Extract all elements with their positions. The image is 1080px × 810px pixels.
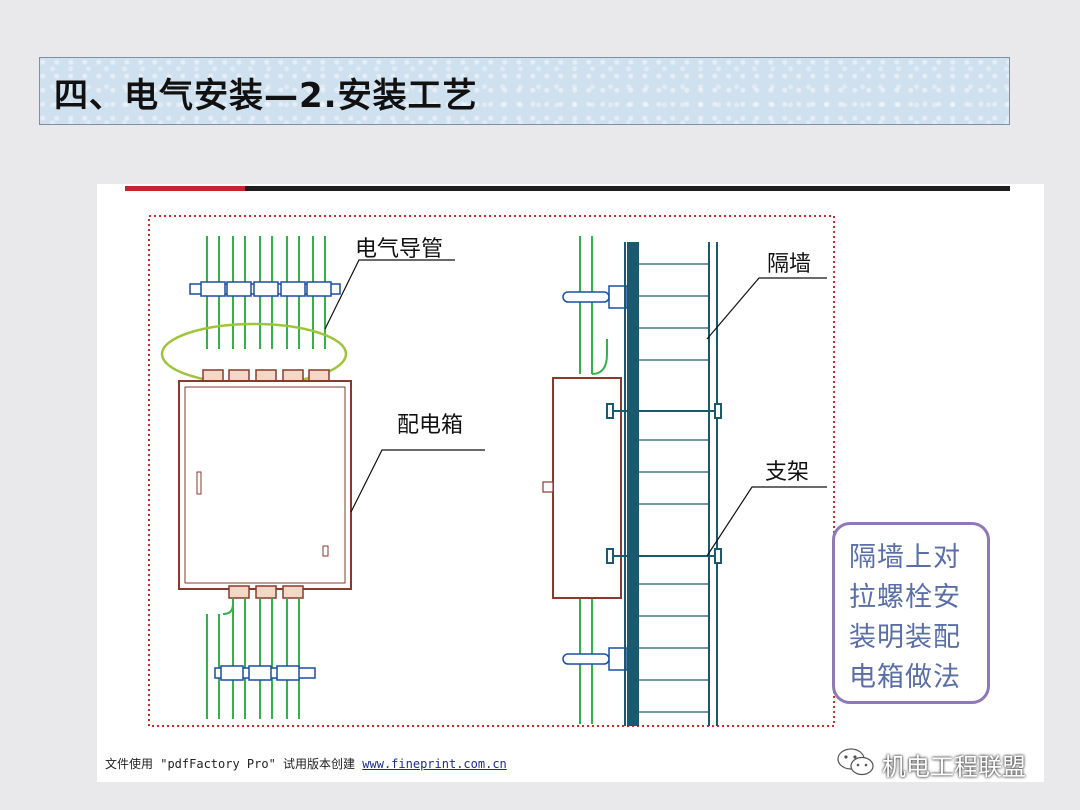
conduits-bottom	[206, 598, 300, 719]
side-view	[542, 236, 827, 726]
accent-red-line	[125, 186, 245, 191]
pdf-footer: 文件使用 "pdfFactory Pro" 试用版本创建 www.finepri…	[105, 755, 507, 772]
leader-box	[350, 449, 485, 513]
label-bracket: 支架	[765, 460, 809, 485]
watermark-text: 机电工程联盟	[882, 753, 1026, 781]
bottom-clamp-bar	[214, 665, 316, 681]
label-conduit: 电气导管	[355, 237, 443, 262]
through-bolts	[606, 403, 722, 564]
installation-diagram: 电气导管 配电箱 隔墙 支架 隔墙上对 拉螺栓安 装明装配 电箱做法 文件使用 …	[97, 184, 1044, 782]
wechat-icon	[837, 748, 874, 776]
top-connectors	[202, 369, 330, 383]
note-line-3: 装明装配	[849, 622, 961, 653]
door-handle	[196, 471, 202, 495]
label-distribution-box: 配电箱	[397, 413, 463, 438]
diagram-svg: 电气导管 配电箱 隔墙 支架	[125, 186, 1010, 727]
diagram-border	[148, 215, 835, 727]
note-line-4: 电箱做法	[849, 662, 961, 693]
footer-text: 文件使用 "pdfFactory Pro" 试用版本创建	[105, 757, 363, 771]
watermark: 机电工程联盟	[836, 740, 1066, 784]
slide-title: 四、电气安装—2.安装工艺	[54, 76, 478, 116]
leader-bracket	[706, 486, 827, 557]
wall-rungs	[639, 263, 709, 713]
title-banner: 四、电气安装—2.安装工艺	[39, 57, 1010, 125]
note-line-2: 拉螺栓安	[849, 582, 961, 613]
top-clamp-bar	[189, 281, 341, 297]
side-clamps	[562, 285, 628, 671]
distribution-box-door	[184, 386, 346, 584]
wall-studs	[624, 242, 718, 726]
accent-dark-line	[245, 186, 1010, 191]
door-lock	[322, 545, 329, 557]
note-box: 隔墙上对 拉螺栓安 装明装配 电箱做法	[832, 522, 990, 704]
distribution-box-front	[178, 380, 352, 590]
front-view	[160, 236, 485, 719]
footer-link[interactable]: www.fineprint.com.cn	[362, 757, 507, 771]
bottom-connectors	[228, 585, 304, 599]
wall-face	[627, 242, 639, 726]
leader-wall	[706, 277, 827, 340]
leader-conduit	[324, 259, 455, 330]
note-line-1: 隔墙上对	[849, 542, 961, 573]
label-partition-wall: 隔墙	[767, 252, 811, 277]
